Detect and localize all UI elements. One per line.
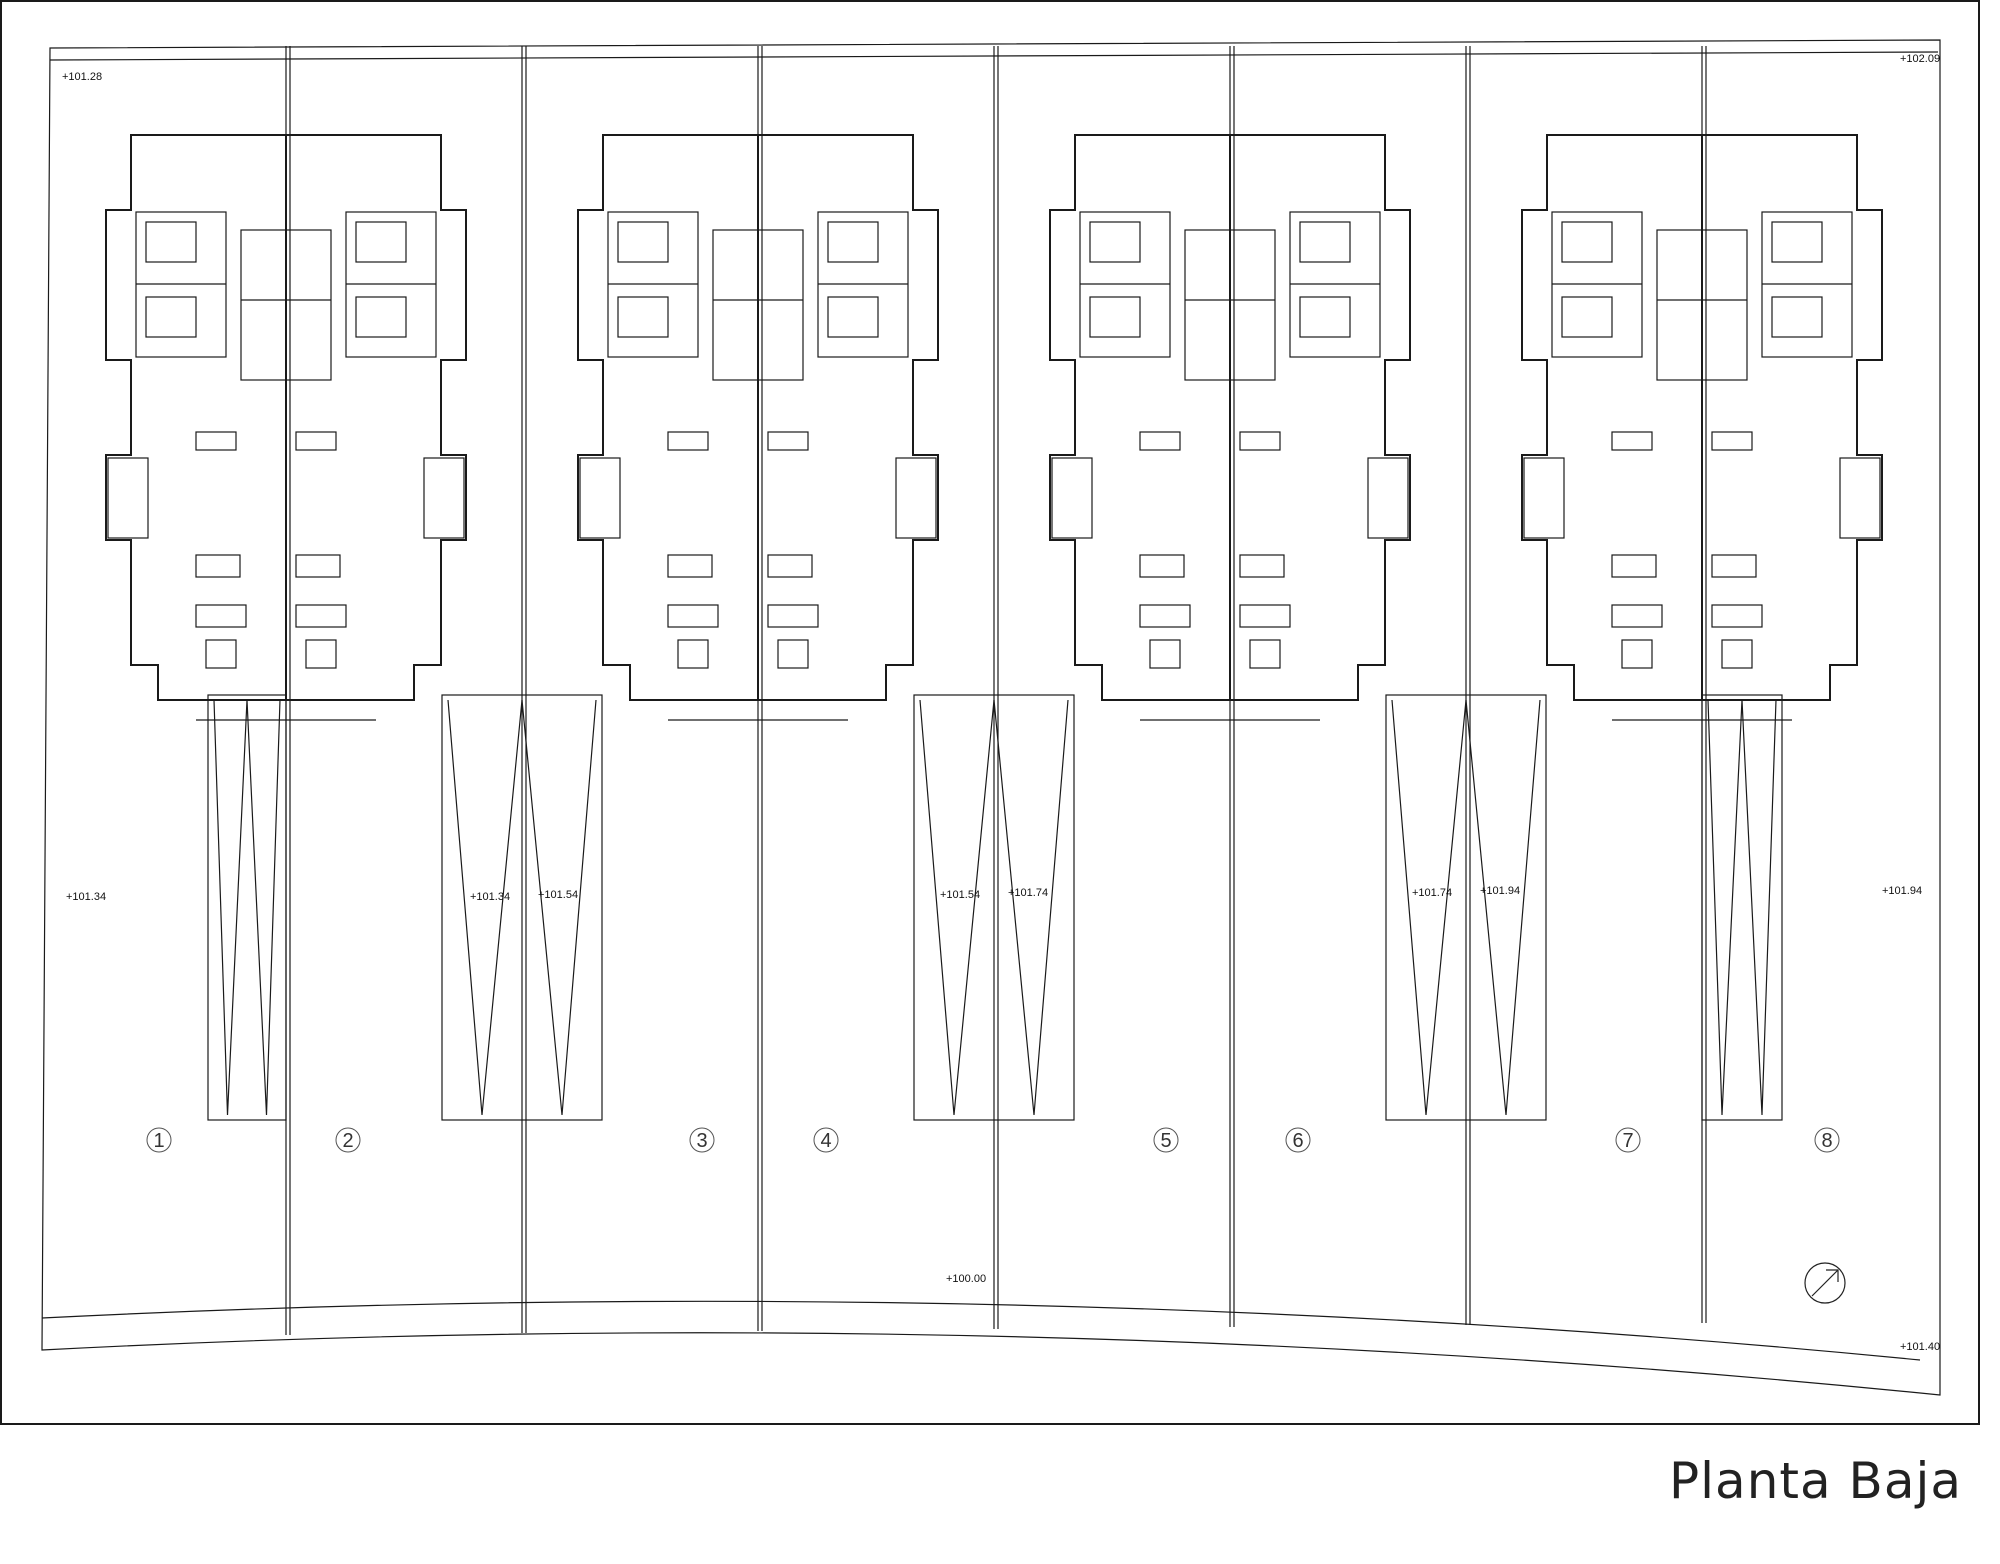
level-north-west: +101.28	[62, 71, 102, 83]
unit-number-circle	[1285, 1127, 1311, 1153]
level-south-east: +101.40	[1900, 1341, 1940, 1353]
unit-numbers: 1 2 3 4 5 6 7 8	[146, 1127, 1840, 1153]
house-pair	[1521, 134, 1883, 721]
unit-number-circle	[813, 1127, 839, 1153]
level-garden-1: +101.34	[66, 891, 106, 903]
house-pair	[577, 134, 939, 721]
unit-number: 6	[1292, 1130, 1303, 1152]
unit-number: 3	[696, 1130, 707, 1152]
level-north-east: +102.09	[1900, 53, 1940, 65]
level-ramp-5: +101.74	[1008, 887, 1048, 899]
unit-number: 4	[820, 1130, 831, 1152]
level-ramp-2: +101.34	[470, 891, 510, 903]
ramp	[1701, 694, 1783, 1121]
sheet-frame	[0, 0, 1980, 1425]
level-street: +100.00	[946, 1273, 986, 1285]
ramp	[441, 694, 603, 1121]
north-arrow-icon	[1804, 1262, 1846, 1304]
site-boundary	[41, 39, 1941, 1396]
house-pair	[105, 134, 467, 721]
plot-divisions	[285, 46, 1707, 1335]
ramp	[207, 694, 287, 1121]
unit-number-circle	[1153, 1127, 1179, 1153]
unit-number: 1	[153, 1130, 164, 1152]
street-curb	[41, 1300, 1921, 1361]
house-pair	[1049, 134, 1411, 721]
level-ramp-4: +101.54	[940, 889, 980, 901]
unit-number-circle	[1615, 1127, 1641, 1153]
unit-number-circle	[335, 1127, 361, 1153]
drawing-caption: Planta Baja	[1669, 1452, 1962, 1510]
unit-number-circle	[1814, 1127, 1840, 1153]
level-ramp-7: +101.94	[1480, 885, 1520, 897]
unit-number: 7	[1622, 1130, 1633, 1152]
level-garden-8: +101.94	[1882, 885, 1922, 897]
unit-number: 8	[1821, 1130, 1832, 1152]
unit-number: 5	[1160, 1130, 1171, 1152]
level-ramp-6: +101.74	[1412, 887, 1452, 899]
house-blocks	[105, 134, 1883, 721]
unit-number-circle	[146, 1127, 172, 1153]
ramp	[913, 694, 1075, 1121]
garage-ramps	[207, 694, 1783, 1121]
unit-number: 2	[342, 1130, 353, 1152]
ramp	[1385, 694, 1547, 1121]
unit-number-circle	[689, 1127, 715, 1153]
level-ramp-3: +101.54	[538, 889, 578, 901]
